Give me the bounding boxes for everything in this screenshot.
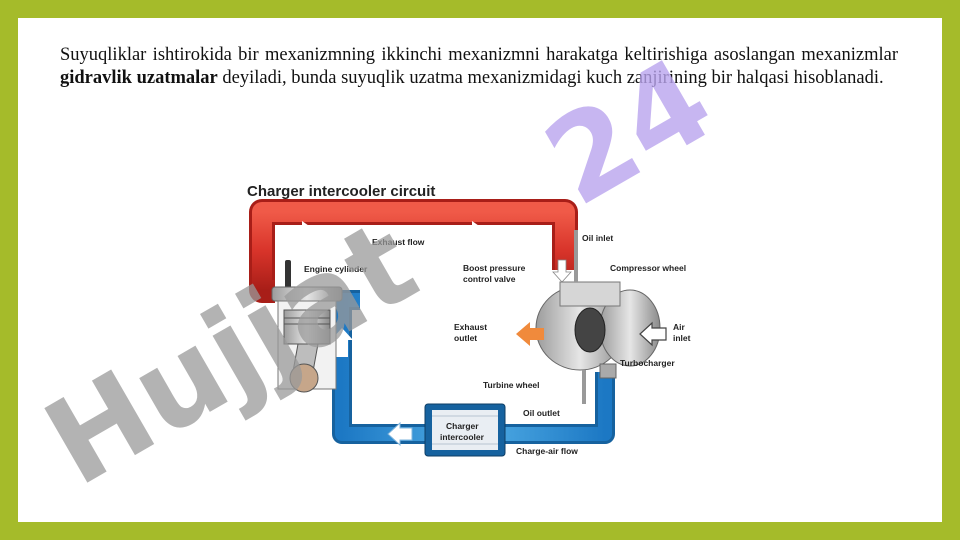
label-exhaust-flow: Exhaust flow [372,237,425,247]
label-compressor-wheel: Compressor wheel [610,263,686,273]
diagram-svg: Charger intercooler circuit Exhaust flow… [247,183,691,457]
air-inlet-arrow [639,321,667,347]
label-air-inlet-2: inlet [673,333,691,343]
paragraph-text-part2: deyiladi, bunda suyuqlik uzatma mexanizm… [217,68,884,88]
label-turbocharger: Turbocharger [620,358,675,368]
intro-paragraph: Suyuqliklar ishtirokida bir mexanizmning… [60,44,898,90]
slide: Suyuqliklar ishtirokida bir mexanizmning… [18,18,942,522]
exhaust-pipe [249,199,578,303]
label-intercooler-1: Charger [446,421,479,431]
label-intercooler-2: intercooler [440,432,485,442]
label-oil-outlet: Oil outlet [523,408,560,418]
charge-flow-arrow [387,421,413,447]
paragraph-text-part1: Suyuqliklar ishtirokida bir mexanizmning… [60,45,898,65]
exhaust-flow-arrow-1 [288,221,312,235]
label-boost-pressure-2: control valve [463,274,516,284]
label-air-inlet-1: Air [673,322,686,332]
label-oil-inlet: Oil inlet [582,233,613,243]
charger-intercooler-diagram: Charger intercooler circuit Exhaust flow… [160,142,715,508]
label-boost-pressure-1: Boost pressure [463,263,526,273]
engine-cylinder [271,260,343,393]
label-exhaust-outlet-2: outlet [454,333,477,343]
paragraph-bold-term: gidravlik uzatmalar [60,68,218,88]
boost-down-arrow [552,259,572,283]
label-charge-air-flow: Charge-air flow [516,446,578,456]
label-exhaust-outlet-1: Exhaust [454,322,487,332]
label-engine-cylinder: Engine cylinder [304,264,368,274]
label-turbine-wheel: Turbine wheel [483,380,540,390]
intercooler-box [424,403,506,457]
diagram-title: Charger intercooler circuit [247,183,435,200]
exhaust-outlet-arrow [516,322,544,346]
exhaust-flow-arrow-2 [458,221,482,235]
turbocharger-unit [535,230,661,404]
